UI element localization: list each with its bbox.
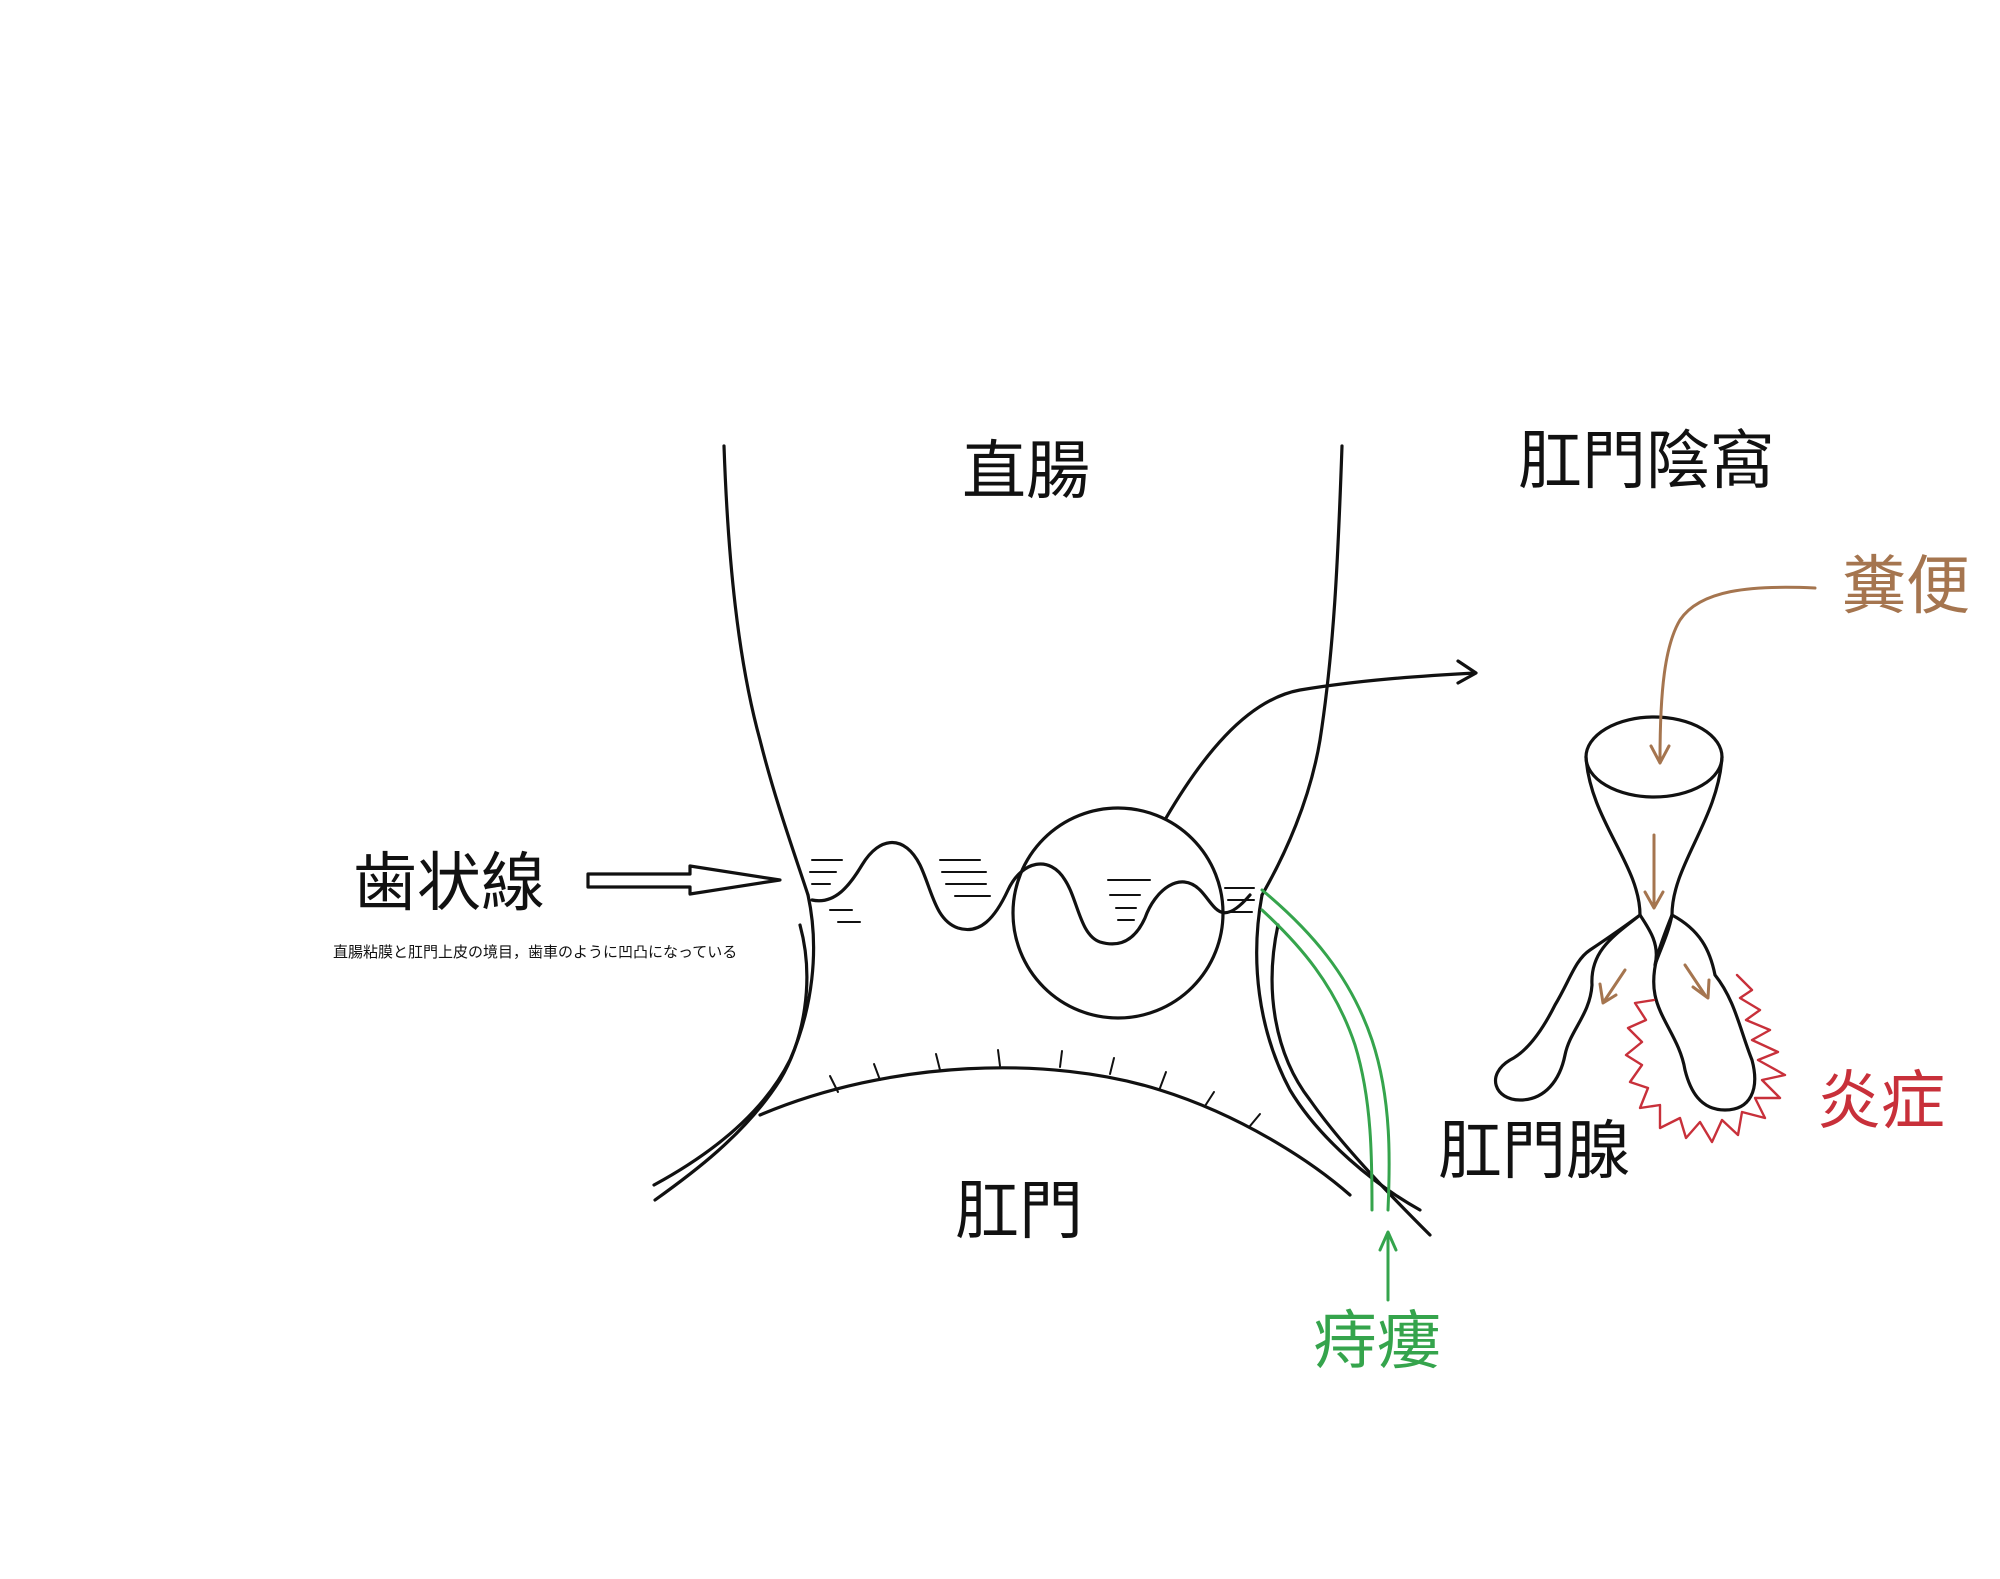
- rectum-right-wall: [1260, 444, 1344, 897]
- feces-label: 糞便: [1842, 550, 1970, 624]
- anal-crypt-top: [1584, 715, 1724, 799]
- dentate-line-wave: [810, 840, 1252, 946]
- rectum-left-wall: [722, 444, 810, 897]
- feces-arrow-right: [1683, 963, 1707, 997]
- magnification-circle: [1011, 806, 1225, 1020]
- anal-gland-left-branch: [1493, 913, 1642, 1102]
- fistula-label: 痔瘻: [1313, 1305, 1441, 1379]
- fistula-tract-outer: [1260, 888, 1391, 1212]
- feces-arrow-top: [1658, 585, 1817, 762]
- fistula-arrowhead: [1378, 1230, 1398, 1252]
- dentate-line-note: 直腸粘膜と肛門上皮の境目，歯車のように凹凸になっている: [333, 943, 738, 961]
- feces-arrowhead-middle: [1643, 890, 1665, 910]
- feces-arrowhead-left: [1598, 982, 1618, 1005]
- feces-arrowhead-top: [1649, 744, 1671, 765]
- anal-gland-label: 肛門腺: [1438, 1115, 1630, 1189]
- anus-label: 肛門: [955, 1175, 1083, 1249]
- rectum-label: 直腸: [962, 435, 1090, 509]
- anal-gland-right-branch: [1652, 913, 1757, 1112]
- magnification-arrowhead: [1456, 659, 1478, 685]
- anal-gland-split: [1638, 913, 1674, 967]
- inflammation-label: 炎症: [1817, 1065, 1945, 1139]
- dentate-pointer-arrow: [586, 864, 782, 896]
- anal-crypt-funnel: [1584, 755, 1724, 917]
- anal-canal-left-inner: [653, 923, 809, 1202]
- dentate-hatches: [809, 859, 1255, 923]
- fistula-tract-inner: [1260, 908, 1374, 1212]
- anus-arch: [758, 1066, 1352, 1197]
- anal-crypt-label: 肛門陰窩: [1518, 425, 1774, 499]
- feces-arrowhead-right: [1691, 978, 1711, 1000]
- inflammation-zigzag: [1624, 973, 1787, 1144]
- anal-canal-left-outer: [652, 893, 816, 1187]
- feces-arrow-left: [1603, 968, 1627, 1002]
- dentate-line-label: 歯状線: [353, 847, 545, 921]
- anal-canal-right-outer: [1255, 893, 1422, 1212]
- magnification-arrow: [1164, 671, 1477, 820]
- anus-hairs: [829, 1049, 1261, 1127]
- anal-canal-right-inner: [1270, 923, 1432, 1237]
